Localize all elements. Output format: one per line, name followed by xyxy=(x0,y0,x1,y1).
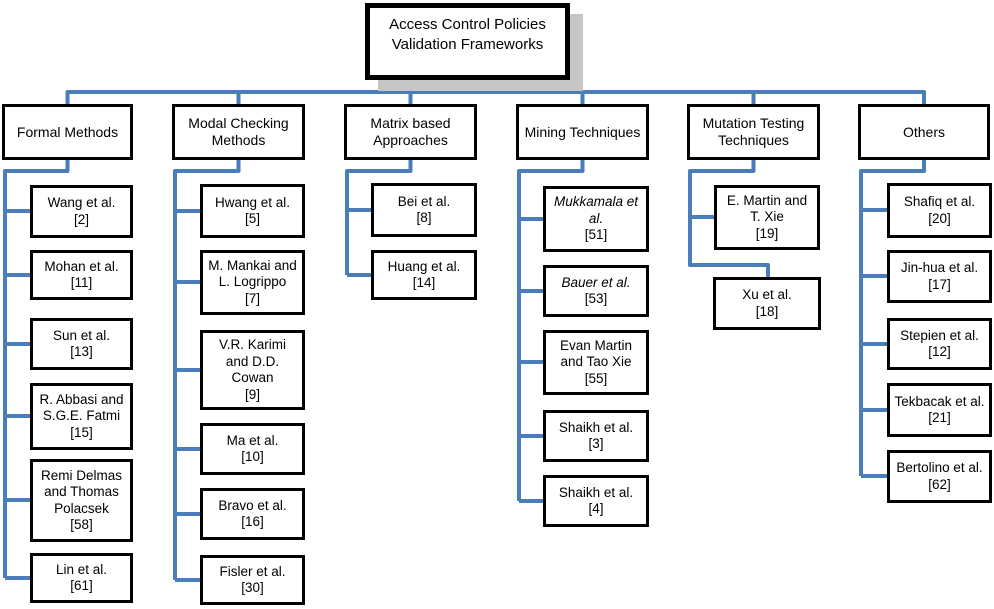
leaf-ref: [13] xyxy=(70,344,93,359)
leaf-name: Shaikh et al. xyxy=(558,419,634,435)
leaf-name: Mohan et al. xyxy=(44,258,119,274)
leaf-name: Hwang et al. xyxy=(214,194,291,210)
leaf-name: Ma et al. xyxy=(226,432,279,448)
leaf-name: Evan Martin and Tao Xie xyxy=(559,337,633,370)
leaf-name: Shafiq et al. xyxy=(903,194,976,209)
leaf-ref: [10] xyxy=(241,449,264,464)
leaf-shaikh-3: Shaikh et al. [3] xyxy=(543,410,649,462)
leaf-name: Stepien et al. xyxy=(900,327,979,343)
leaf-name: Bravo et al. xyxy=(218,497,287,513)
leaf-abbasi-fatmi-15: R. Abbasi and S.G.E. Fatmi [15] xyxy=(30,383,133,450)
column-header-formal-methods: Formal Methods xyxy=(2,104,133,160)
leaf-ref: [12] xyxy=(928,344,951,359)
leaf-ref: [55] xyxy=(584,370,608,386)
column-header-modal-checking: Modal Checking Methods xyxy=(172,104,305,160)
leaf-ref: [7] xyxy=(244,290,260,306)
leaf-ref: [61] xyxy=(70,578,93,593)
leaf-name: E. Martin and T. Xie xyxy=(726,192,808,225)
leaf-mohan-11: Mohan et al. [11] xyxy=(30,250,133,300)
leaf-ref: [21] xyxy=(928,410,951,425)
column-header-mutation-testing: Mutation Testing Techniques xyxy=(687,104,820,160)
leaf-evan-martin-tao-xie-55: Evan Martin and Tao Xie [55] xyxy=(543,330,649,395)
column-header-matrix-based: Matrix based Approaches xyxy=(344,104,477,160)
leaf-ref: [2] xyxy=(73,211,89,227)
leaf-name: Huang et al. xyxy=(387,258,461,274)
column-header-others: Others xyxy=(858,104,990,160)
leaf-ref: [3] xyxy=(588,436,604,451)
leaf-name: Xu et al. xyxy=(742,287,792,302)
leaf-name: Bertolino et al. xyxy=(896,460,983,475)
leaf-huang-14: Huang et al. [14] xyxy=(371,250,477,300)
leaf-ref: [53] xyxy=(584,291,608,306)
leaf-name: Lin et al. xyxy=(55,561,108,577)
leaf-name: Sun et al. xyxy=(52,327,111,343)
leaf-name: M. Mankai and L. Logrippo xyxy=(208,257,297,290)
leaf-ref: [18] xyxy=(755,303,779,319)
leaf-ref: [4] xyxy=(588,501,604,516)
column-header-mining: Mining Techniques xyxy=(516,104,649,160)
leaf-ref: [9] xyxy=(244,386,260,402)
leaf-ref: [51] xyxy=(584,227,608,243)
leaf-delmas-polacsek-58: Remi Delmas and Thomas Polacsek [58] xyxy=(30,459,133,542)
leaf-name: Tekbacak et al. xyxy=(894,393,985,409)
leaf-fisler-30: Fisler et al. [30] xyxy=(200,555,305,605)
leaf-name: R. Abbasi and S.G.E. Fatmi xyxy=(39,391,124,424)
leaf-name: Bauer et al. xyxy=(561,274,631,290)
leaf-mankai-logrippo-7: M. Mankai and L. Logrippo [7] xyxy=(200,250,305,315)
leaf-sun-13: Sun et al. [13] xyxy=(30,318,133,370)
leaf-ref: [58] xyxy=(70,517,93,532)
leaf-ref: [62] xyxy=(928,476,951,492)
leaf-bei-8: Bei et al. [8] xyxy=(371,183,477,237)
leaf-name: Shaikh et al. xyxy=(558,484,634,500)
leaf-xu-18: Xu et al. [18] xyxy=(713,277,821,330)
leaf-wang-2: Wang et al. [2] xyxy=(30,185,133,238)
leaf-hwang-5: Hwang et al. [5] xyxy=(200,184,305,238)
leaf-ref: [15] xyxy=(70,424,93,440)
leaf-jin-hua-17: Jin-hua et al. [17] xyxy=(887,250,992,303)
leaf-shafiq-20: Shafiq et al. [20] xyxy=(887,183,992,238)
leaf-ref: [16] xyxy=(241,514,264,529)
leaf-name: Remi Delmas and Thomas Polacsek xyxy=(40,467,122,516)
leaf-name: Wang et al. xyxy=(47,195,116,210)
root-node: Access Control Policies Validation Frame… xyxy=(365,3,570,80)
leaf-name: Bei et al. xyxy=(397,193,451,209)
leaf-ref: [11] xyxy=(70,275,93,290)
leaf-ref: [5] xyxy=(244,211,260,226)
leaf-ref: [30] xyxy=(241,580,264,595)
leaf-bertolino-62: Bertolino et al. [62] xyxy=(887,450,992,503)
leaf-lin-61: Lin et al. [61] xyxy=(30,553,133,603)
leaf-name: Mukkamala et al. xyxy=(553,194,639,226)
leaf-bravo-16: Bravo et al. [16] xyxy=(200,488,305,540)
leaf-shaikh-4: Shaikh et al. [4] xyxy=(543,475,649,527)
leaf-ref: [8] xyxy=(416,210,432,225)
leaf-karimi-cowan-9: V.R. Karimi and D.D. Cowan [9] xyxy=(200,330,305,410)
leaf-name: V.R. Karimi and D.D. Cowan xyxy=(218,337,287,385)
leaf-ref: [20] xyxy=(928,210,951,226)
leaf-bauer-53: Bauer et al. [53] xyxy=(543,265,649,317)
leaf-ref: [14] xyxy=(412,275,436,290)
leaf-name: Jin-hua et al. xyxy=(900,260,979,275)
leaf-tekbacak-21: Tekbacak et al. [21] xyxy=(887,383,992,437)
leaf-ref: [17] xyxy=(928,276,951,292)
leaf-ma-10: Ma et al. [10] xyxy=(200,423,305,475)
leaf-name: Fisler et al. xyxy=(219,563,286,579)
leaf-stepien-12: Stepien et al. [12] xyxy=(887,318,992,370)
leaf-e-martin-t-xie-19: E. Martin and T. Xie [19] xyxy=(714,185,820,250)
leaf-ref: [19] xyxy=(755,225,779,241)
leaf-mukkamala-51: Mukkamala et al. [51] xyxy=(543,186,649,252)
